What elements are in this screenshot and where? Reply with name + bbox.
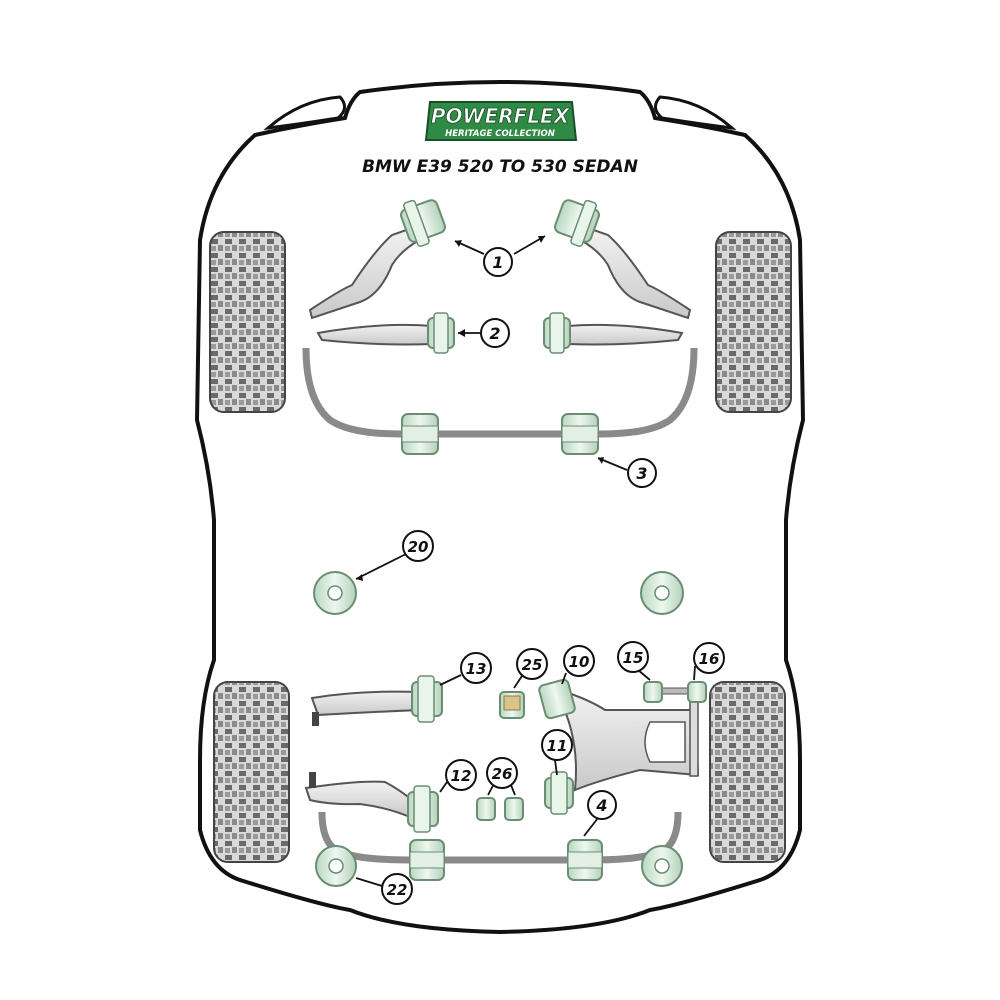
bush-2-right xyxy=(543,312,571,354)
callout-2-label: 2 xyxy=(489,324,500,343)
callout-2: 2 xyxy=(480,318,510,348)
callout-10: 10 xyxy=(563,645,595,677)
bush-20-left xyxy=(313,571,357,615)
callout-12-label: 12 xyxy=(451,767,472,785)
bush-4-left xyxy=(409,839,445,881)
front-left-upper-arm xyxy=(308,226,418,320)
callout-25: 25 xyxy=(516,648,548,680)
callout-20: 20 xyxy=(402,530,434,562)
callout-4-label: 4 xyxy=(595,796,607,815)
logo-brand: POWERFLEX xyxy=(431,104,571,128)
bush-3-left xyxy=(401,413,439,455)
callout-4: 4 xyxy=(587,790,617,820)
callout-26-label: 26 xyxy=(492,765,513,783)
callout-1: 1 xyxy=(483,247,513,277)
bush-25 xyxy=(499,691,525,719)
front-right-upper-arm xyxy=(582,226,692,320)
callout-26: 26 xyxy=(486,757,518,789)
front-anti-roll-bar xyxy=(302,347,698,438)
bush-22-left xyxy=(315,845,357,887)
bush-4-right xyxy=(567,839,603,881)
rear-control-arm xyxy=(559,688,700,792)
callout-20-label: 20 xyxy=(408,538,429,556)
rear-lower-link-stud xyxy=(309,772,316,788)
vertical-link xyxy=(689,695,699,777)
bush-1-right xyxy=(554,199,600,247)
callout-22-label: 22 xyxy=(387,881,408,899)
callout-16-label: 16 xyxy=(699,650,720,668)
bush-16 xyxy=(687,681,707,703)
callout-15: 15 xyxy=(617,641,649,673)
callout-25-label: 25 xyxy=(522,656,543,674)
tyre-front-left xyxy=(209,231,286,413)
callout-12: 12 xyxy=(445,759,477,791)
tyre-rear-left xyxy=(213,681,290,863)
callout-11: 11 xyxy=(541,729,573,761)
bush-2-left xyxy=(427,312,455,354)
callout-1-label: 1 xyxy=(492,253,503,272)
rear-upper-link xyxy=(310,690,421,717)
right-mirror xyxy=(654,95,737,131)
tyre-front-right xyxy=(715,231,792,413)
tyre-rear-right xyxy=(709,681,786,863)
powerflex-logo: POWERFLEX HERITAGE COLLECTION xyxy=(424,101,578,141)
rear-control-arm-cutout xyxy=(644,721,686,763)
callout-3: 3 xyxy=(627,458,657,488)
callout-13: 13 xyxy=(460,652,492,684)
callout-15-label: 15 xyxy=(623,649,644,667)
bush-10 xyxy=(538,678,576,720)
callout-11-label: 11 xyxy=(547,737,568,755)
diagram-title: BMW E39 520 TO 530 SEDAN xyxy=(362,157,638,177)
bush-3-right xyxy=(561,413,599,455)
bush-13 xyxy=(411,675,443,723)
bush-26-right xyxy=(504,797,524,821)
bush-12 xyxy=(407,785,439,833)
callout-16: 16 xyxy=(693,642,725,674)
bush-20-right xyxy=(640,571,684,615)
bush-1-left xyxy=(400,199,446,247)
bush-11 xyxy=(544,771,574,815)
callout-22: 22 xyxy=(381,873,413,905)
bush-22-right xyxy=(641,845,683,887)
callout-10-label: 10 xyxy=(569,653,590,671)
callout-13-label: 13 xyxy=(466,660,487,678)
callout-arrowheads xyxy=(356,236,604,581)
rear-upper-link-stud xyxy=(312,712,319,726)
left-mirror xyxy=(263,95,346,131)
bush-15 xyxy=(643,681,663,703)
logo-tagline: HERITAGE COLLECTION xyxy=(445,129,555,139)
callout-3-label: 3 xyxy=(636,464,647,483)
bush-26-left xyxy=(476,797,496,821)
